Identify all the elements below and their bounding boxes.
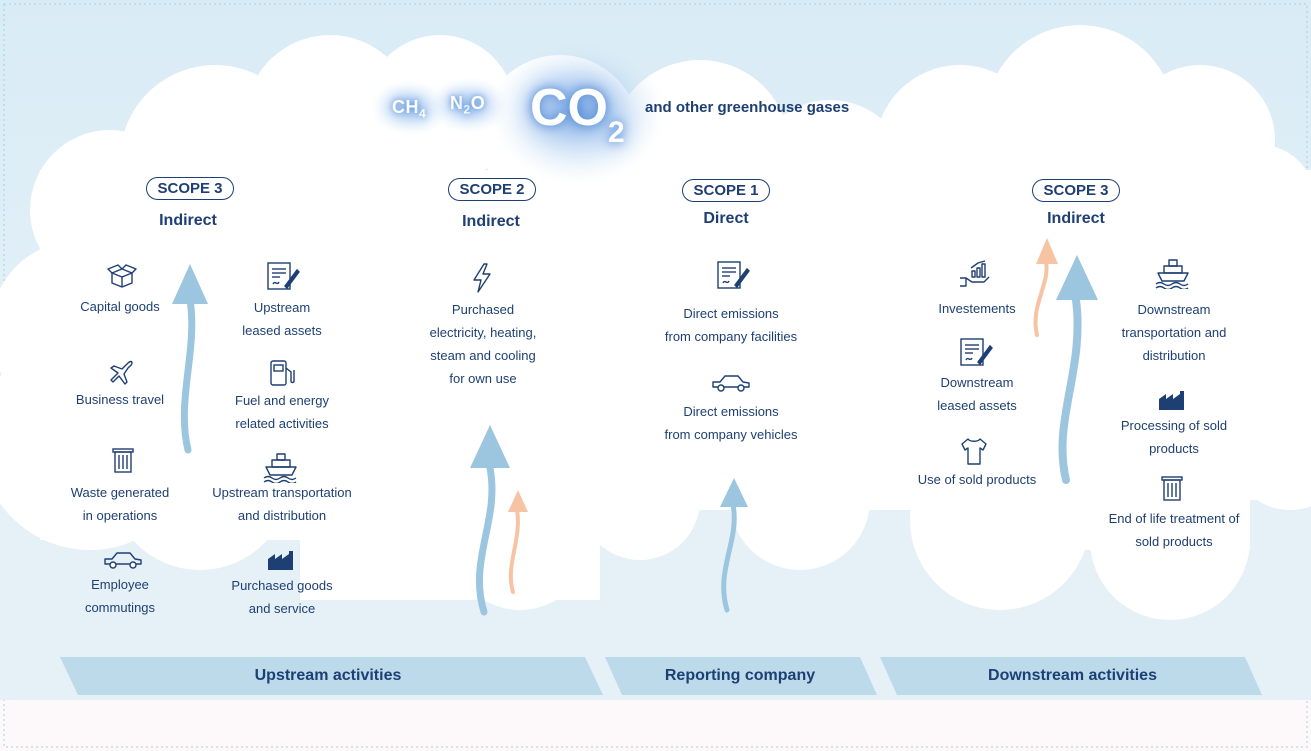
- band-reporting-shape: [605, 657, 877, 695]
- ship-icon: [1155, 259, 1189, 289]
- arrow-scope2-blue: [475, 464, 496, 616]
- trash-icon: [1161, 476, 1183, 501]
- use-of-sold-products-label: Use of sold products: [917, 472, 1037, 487]
- investment-hand-icon: [960, 260, 990, 287]
- band-reporting-label: Reporting company: [664, 667, 816, 684]
- arrow-scope2-peach-head: [508, 490, 528, 512]
- capital-goods-label: Capital goods: [80, 299, 160, 314]
- right-cloud: [875, 25, 1311, 620]
- scope3-right-badge: SCOPE 3: [1032, 179, 1120, 202]
- ship-icon: [263, 453, 297, 483]
- scope1-type: Direct: [703, 210, 749, 227]
- signed-document-icon: [717, 261, 750, 289]
- other-gases-label: and other greenhouse gases: [645, 99, 850, 116]
- arrow-scope3-left: [180, 296, 196, 454]
- n2o-label: N2O: [450, 93, 486, 117]
- scope3-left-header: SCOPE 3: [130, 177, 250, 200]
- arrow-scope3-left-head: [172, 264, 208, 304]
- arrow-scope2-peach: [508, 508, 520, 594]
- ch4-label: CH4: [392, 97, 427, 121]
- co2-glow: [490, 40, 666, 184]
- arrow-scope3-right-blue-head: [1056, 255, 1098, 300]
- scope3-right-type: Indirect: [1047, 210, 1105, 227]
- arrow-scope3-right-peach: [1033, 260, 1049, 337]
- scope3-left-badge: SCOPE 3: [146, 177, 234, 200]
- box-icon: [107, 264, 137, 288]
- arrow-scope2-blue-head: [470, 425, 510, 468]
- investments-label: Investements: [938, 301, 1016, 316]
- tshirt-icon: [961, 438, 987, 465]
- scope2-badge: SCOPE 2: [448, 178, 536, 201]
- scope2-header: SCOPE 2: [432, 178, 552, 201]
- arrow-scope3-right-blue: [1058, 296, 1082, 484]
- arrow-scope3-right-peach-head: [1036, 238, 1058, 264]
- signed-document-icon: [267, 262, 300, 290]
- band-downstream-label: Downstream activities: [988, 667, 1157, 684]
- scope3-right-header: SCOPE 3: [1016, 179, 1136, 202]
- arrow-scope1-head: [720, 478, 748, 507]
- scope2-type: Indirect: [462, 213, 520, 230]
- scope1-header: SCOPE 1: [666, 179, 786, 202]
- car-icon: [104, 552, 142, 569]
- signed-document-icon: [960, 338, 993, 366]
- ch4-glow: [370, 80, 450, 136]
- band-upstream-shape: [60, 657, 603, 695]
- airplane-icon: [110, 360, 133, 385]
- trash-icon: [112, 448, 134, 473]
- car-icon: [712, 375, 750, 392]
- scope1-badge: SCOPE 1: [682, 179, 770, 202]
- band-upstream-label: Upstream activities: [254, 667, 402, 684]
- band-downstream-shape: [880, 657, 1262, 695]
- scope3-left-type: Indirect: [159, 212, 217, 229]
- factory-icon: [268, 551, 293, 570]
- arrow-scope1: [721, 502, 737, 613]
- factory-icon: [1159, 391, 1184, 410]
- business-travel-label: Business travel: [75, 392, 165, 407]
- lightning-icon: [473, 263, 491, 293]
- co2-label: CO2: [530, 79, 625, 150]
- n2o-glow: [430, 78, 510, 134]
- fuel-pump-icon: [270, 360, 295, 386]
